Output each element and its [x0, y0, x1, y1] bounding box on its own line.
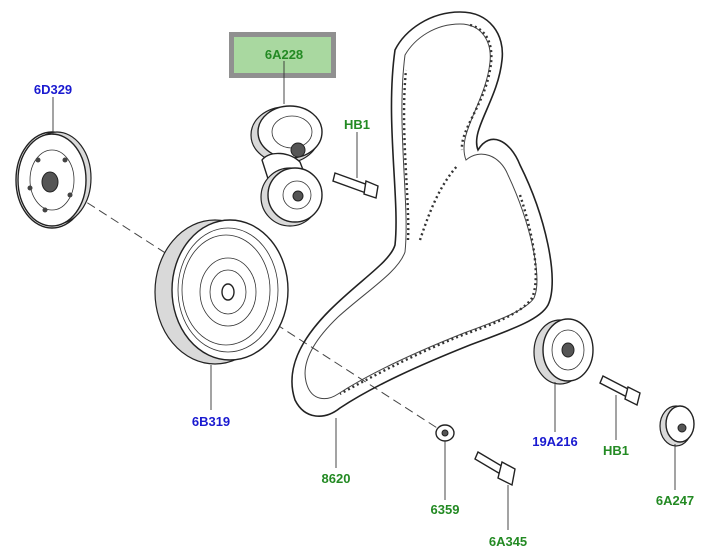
- label-HB1-tensioner[interactable]: HB1: [344, 117, 370, 132]
- washer-part[interactable]: [435, 424, 455, 442]
- assembly-axis-line: [51, 179, 446, 434]
- label-6B319[interactable]: 6B319: [192, 414, 230, 429]
- damper-cover-part[interactable]: [15, 131, 92, 229]
- label-HB1-idler[interactable]: HB1: [603, 443, 629, 458]
- label-6A247[interactable]: 6A247: [656, 493, 694, 508]
- idler-bolt-part[interactable]: [599, 375, 641, 407]
- tensioner-label-highlight[interactable]: [229, 32, 336, 78]
- label-6D329[interactable]: 6D329: [34, 82, 72, 97]
- idler-pulley-part[interactable]: [533, 318, 594, 385]
- idler-cap-part[interactable]: [659, 405, 695, 447]
- leader-lines: [52, 61, 676, 530]
- belt-tensioner-part[interactable]: [250, 105, 323, 227]
- label-6A228[interactable]: 6A228: [265, 47, 303, 62]
- crankshaft-pulley-part[interactable]: [154, 219, 289, 365]
- label-6359[interactable]: 6359: [431, 502, 460, 517]
- label-6A345[interactable]: 6A345: [489, 534, 527, 549]
- tensioner-bolt-part[interactable]: [332, 172, 379, 199]
- crank-bolt-part[interactable]: [474, 450, 516, 487]
- label-8620[interactable]: 8620: [322, 471, 351, 486]
- label-19A216[interactable]: 19A216: [532, 434, 578, 449]
- drive-belt[interactable]: [291, 11, 554, 417]
